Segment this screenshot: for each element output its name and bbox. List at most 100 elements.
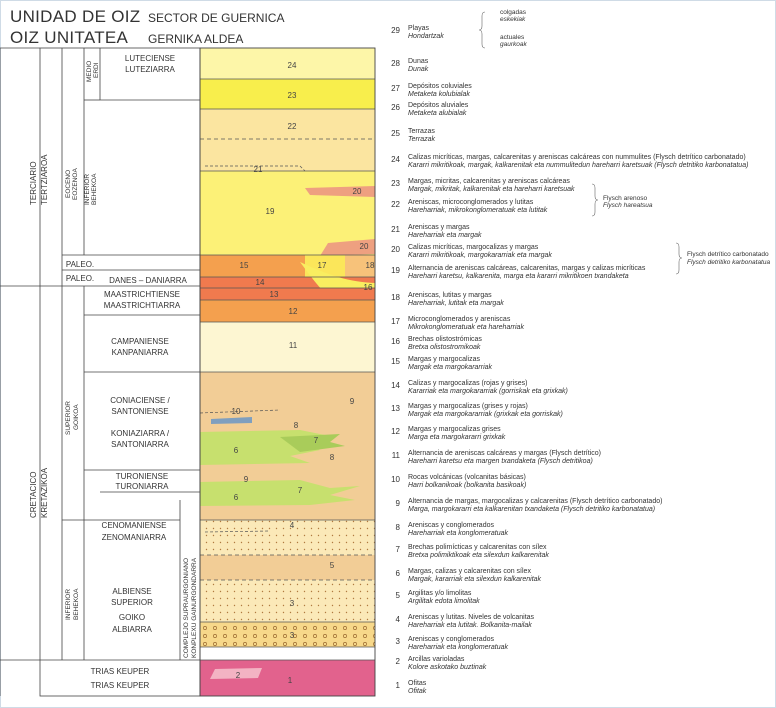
layer-19-21	[200, 171, 375, 255]
legend-number: 2	[395, 657, 400, 666]
stage-superior: SUPERIOR	[111, 598, 153, 607]
legend-text-es: Margas y margocalizas (grises y rojas)	[408, 403, 528, 410]
stage-maastrichtiarra: MAASTRICHTIARRA	[104, 301, 181, 310]
stage-turoniarra: TURONIARRA	[116, 482, 170, 491]
legend-text-es: Margas y margocalizas	[408, 356, 480, 363]
unit-num: 8	[330, 453, 335, 462]
column-unit-numbers: 24 23 22 21 20 19 20 17 18 15 14 16 13 1…	[232, 61, 375, 685]
layer-11	[200, 322, 375, 372]
legend-text-eu: Hareharriak eta konglomeratuak	[408, 644, 508, 651]
legend-number: 7	[395, 545, 400, 554]
legend-text-eu: Hareharriak eta konglomeratuak	[408, 530, 508, 537]
unit-num: 17	[318, 261, 327, 270]
legend-text-eu: Metaketa kolubialak	[408, 91, 470, 98]
legend-text-es: Alternancia de areniscas calcáreas, calc…	[408, 265, 646, 272]
unit-num: 20	[353, 187, 362, 196]
legend-number: 23	[391, 179, 400, 188]
unit-num: 1	[288, 676, 293, 685]
legend-text-eu: Margak, mikritak, kalkarenitak eta hareh…	[408, 186, 575, 193]
layer-12	[200, 300, 375, 322]
label-gaurkoak: gaurkoak	[500, 41, 527, 48]
legend-text-es: Rocas volcánicas (volcanitas básicas)	[408, 474, 526, 481]
legend-number: 12	[391, 427, 400, 436]
legend-text-es: Argilitas y/o limolitas	[408, 590, 472, 597]
unit-num: 22	[288, 122, 297, 131]
unit-num: 6	[234, 446, 239, 455]
complex-es: COMPLEJO SUPRAURGONIANO	[183, 558, 190, 658]
legend-number: 28	[391, 59, 400, 68]
legend-text-eu: Kararri mikritikoak, margak, kalkarenita…	[408, 162, 749, 169]
label-flysch-hareatsua: Flysch hareatsua	[603, 202, 653, 209]
legend-text-es: Areniscas y conglomerados	[408, 522, 494, 529]
legend-text-eu: Margak eta margokararriak (grixkak eta g…	[408, 411, 563, 418]
legend-text-es: Areniscas y margas	[408, 224, 470, 231]
layer-6-lower	[200, 480, 360, 506]
unit-num: 7	[314, 436, 319, 445]
label-eskekiak: eskekiak	[500, 16, 526, 23]
unit-num: 14	[256, 278, 265, 287]
legend-text-eu: Hareharriak, lutitak eta margak	[408, 300, 504, 307]
stage-coniaciense: CONIACIENSE /	[110, 396, 170, 405]
legend-number: 3	[395, 637, 400, 646]
stage-goiko: GOIKO	[119, 613, 145, 622]
unit-title-es: UNIDAD DE OIZ	[10, 7, 141, 26]
legend-text-es: Terrazas	[408, 128, 435, 135]
legend-text-es: Margas, micritas, calcarenitas y arenisc…	[408, 178, 570, 185]
stage-maastrichtiense: MAASTRICHTIENSE	[104, 290, 180, 299]
chrono-table	[0, 47, 201, 697]
layer-14	[200, 277, 375, 288]
legend-text-eu: Hondartzak	[408, 33, 444, 40]
layer-7-upper	[280, 434, 345, 452]
unit-num: 2	[236, 671, 241, 680]
layer-20-upper-lens	[305, 186, 375, 197]
epoch-erdi: ERDI	[93, 62, 100, 78]
legend-number: 8	[395, 523, 400, 532]
legend-text-es: Arcillas varioladas	[408, 656, 465, 663]
legend-number: 16	[391, 337, 400, 346]
legend-text-eu: Bretxa olistostromikoak	[408, 344, 481, 351]
legend-text-es: Areniscas y conglomerados	[408, 636, 494, 643]
legend-number: 17	[391, 317, 400, 326]
legend-text-eu: Metaketa alubialak	[408, 110, 467, 117]
legend-text-es: Brechas olistostrómicas	[408, 336, 482, 343]
layer-20-lower-lens	[320, 239, 375, 256]
legend-text-es: Areniscas, lutitas y margas	[408, 292, 492, 299]
legend-text-es: Depósitos aluviales	[408, 102, 469, 109]
stage-trias-1: TRIAS KEUPER	[91, 667, 150, 676]
unit-num: 9	[350, 397, 355, 406]
label-flysch-karbonatatua: Flysch detritiko karbonatatua	[687, 259, 771, 266]
layer-2-lens	[210, 668, 262, 679]
epoch-goikoa: GOIKOA	[73, 404, 80, 430]
layer-22	[200, 109, 375, 171]
legend-text-eu: Harri bolkanikoak (bolkanita basikoak)	[408, 482, 527, 489]
unit-num: 3	[290, 631, 295, 640]
unit-num: 4	[290, 521, 295, 530]
legend-text-es: Brechas polimícticas y calcarenitas con …	[408, 544, 547, 551]
legend-number: 29	[391, 26, 400, 35]
legend-number: 13	[391, 404, 400, 413]
unit-num: 23	[288, 91, 297, 100]
epoch-eoceno: EOCENO	[65, 170, 72, 198]
label-flysch-detritico: Flysch detrítico carbonatado	[687, 251, 769, 258]
layer-24	[200, 48, 375, 79]
label-colgadas: colgadas	[500, 9, 527, 16]
legend-number: 25	[391, 129, 400, 138]
legend-text-eu: Hareharri karetsu eta margen txandaketa …	[408, 458, 593, 465]
legend-text-eu: Hareharriak eta margak	[408, 232, 482, 239]
stage-paleo-2: PALEO.	[66, 274, 94, 283]
legend-number: 24	[391, 155, 400, 164]
legend-number: 21	[391, 225, 400, 234]
layer-13	[200, 288, 375, 300]
epoch-inferior: INFERIOR	[84, 174, 91, 205]
layer-4-dotted-texture	[200, 520, 375, 555]
stage-albiense: ALBIENSE	[112, 587, 151, 596]
legend-number: 27	[391, 84, 400, 93]
stage-koniaziarra: KONIAZIARRA /	[111, 429, 170, 438]
legend-number: 18	[391, 293, 400, 302]
legend-text-es: Depósitos coluviales	[408, 83, 472, 90]
legend-text-eu: Kolore askotako buztinak	[408, 664, 487, 671]
unit-num: 16	[364, 283, 373, 292]
bracket-marks	[478, 11, 683, 275]
layer-10-volcanic	[211, 417, 252, 424]
